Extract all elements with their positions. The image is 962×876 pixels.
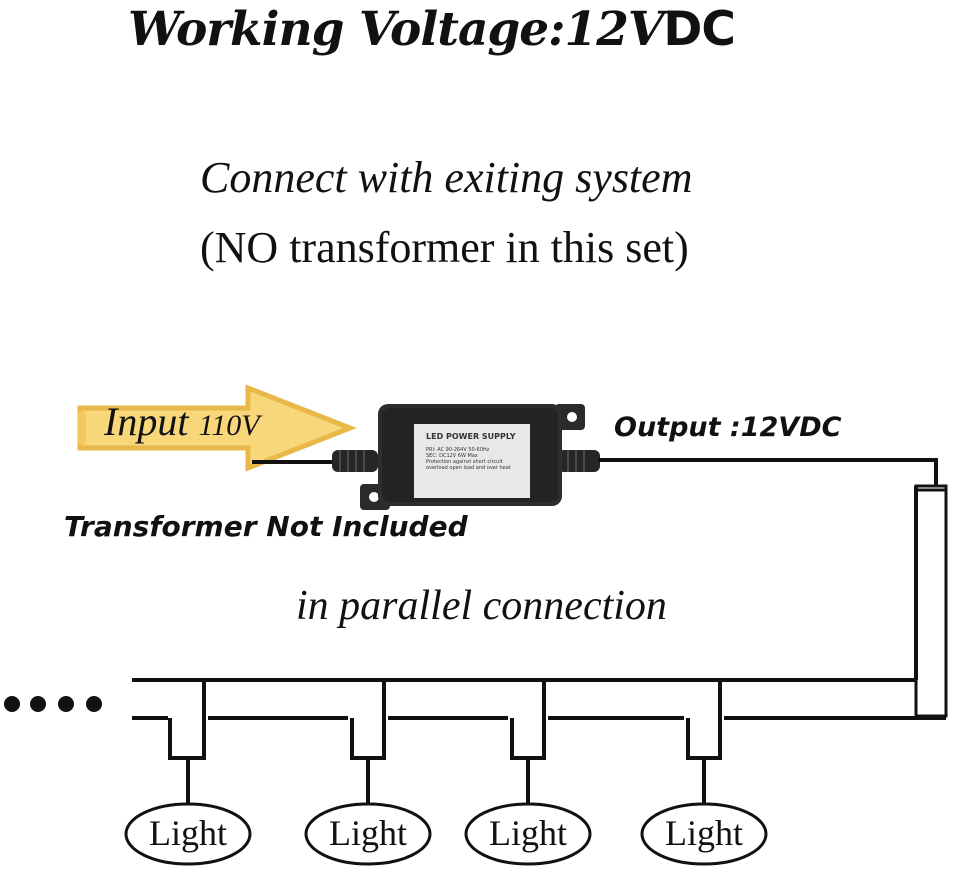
input-arrow-icon [77,384,357,472]
light-1 [124,802,252,866]
light-2 [304,802,432,866]
power-supply-label: LED POWER SUPPLY PRI: AC 90-264V 50-60Hz… [418,428,528,471]
connection-label: in parallel connection [296,583,667,629]
output-connector [914,484,948,718]
input-label: Input 110V [104,399,260,444]
power-supply-spec-3: Protection against short circuit [426,459,503,465]
subtitle-line-2: (NO transformer in this set) [200,223,689,272]
subtitle-line-1: Connect with exiting system [200,153,693,202]
power-supply-spec-4: overload open load and over heat [426,465,511,471]
light-4 [640,802,768,866]
parallel-bus [132,486,946,720]
power-supply-spec-1: PRI: AC 90-264V 50-60Hz [426,447,490,453]
page-title: Working Voltage:12VDC [128,2,736,57]
light-3 [464,802,592,866]
light-label-4: Light [665,813,743,853]
power-supply-icon [332,404,600,510]
transformer-note: Transformer Not Included [64,510,468,543]
continuation-dots [4,696,102,712]
light-branches [168,680,722,808]
power-supply-title: LED POWER SUPPLY [426,432,516,441]
light-label-2: Light [329,813,407,853]
light-label-3: Light [489,813,567,853]
output-label: Output :12VDC [614,412,842,443]
light-label-1: Light [149,813,227,853]
power-supply-spec-2: SEC: DC12V 6W Max [426,453,478,459]
